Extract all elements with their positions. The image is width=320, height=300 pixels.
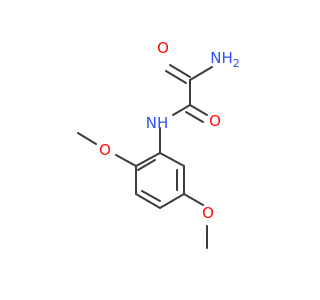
ring-bond-1 (135, 152, 161, 167)
atom-labels: NH2 O O NH O O (99, 39, 240, 222)
bond-c2-o2-b (185, 111, 204, 123)
bond-c1-o1-a (169, 64, 191, 78)
bonds (77, 64, 213, 249)
structure-svg: NH2 O O NH O O (77, 39, 240, 249)
ring-bond-1-inner (137, 159, 156, 171)
ring-bond-4 (159, 193, 185, 209)
bond-o3-ch3 (77, 132, 97, 145)
bond-c1-o1-b (165, 70, 187, 84)
methoxy-oxygen-top-label: O (99, 141, 111, 159)
bond-c2-n2 (172, 104, 191, 116)
ring-bond-3-inner (141, 190, 161, 202)
ring-bond-3 (135, 193, 161, 209)
bond-ring-o3 (115, 154, 137, 167)
bond-c1-n1 (189, 66, 213, 81)
amide-oxygen-label: O (157, 39, 169, 57)
methoxy-oxygen-bottom-label: O (202, 204, 214, 222)
amide-nh2-label: NH2 (210, 49, 240, 70)
bond-ring-o4 (183, 193, 204, 206)
bond-c2-o2-a (189, 104, 208, 116)
molecule-diagram: NH2 O O NH O O (77, 39, 240, 249)
anilide-nh-label: NH (146, 114, 169, 132)
anilide-oxygen-label: O (209, 112, 221, 130)
ring-bond-6 (159, 152, 185, 167)
